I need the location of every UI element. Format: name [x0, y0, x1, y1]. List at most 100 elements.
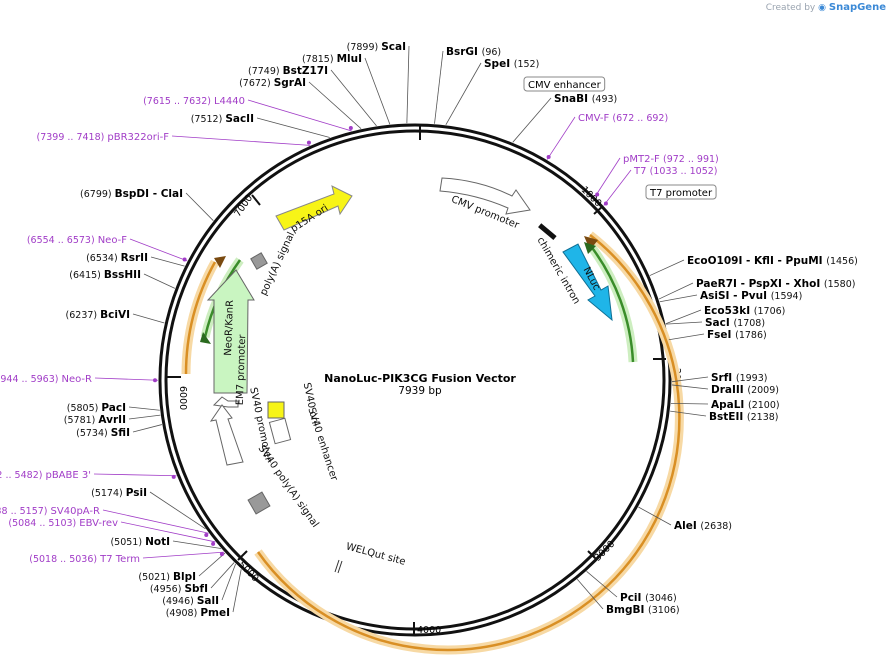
site-name: PsiI — [126, 487, 147, 499]
p15a-ori-arrow — [275, 185, 353, 231]
primer-label: CMV-F (672 .. 692) — [578, 113, 668, 124]
site-leader-line — [364, 57, 391, 125]
green-arc-right — [589, 244, 635, 363]
site-label: (6534) RsrII — [86, 252, 148, 264]
primer-name: T7 Term — [99, 554, 140, 565]
primer-position: (7399 .. 7418) — [37, 132, 108, 143]
site-position: (5021) — [138, 572, 173, 583]
primer-4: (5462 .. 5482) pBABE 3' — [0, 470, 177, 481]
site-21: EcoO109I - KflI - PpuMI (1456) — [649, 255, 858, 276]
primer-sites: (7615 .. 7632) L4440(7399 .. 7418) pBR32… — [0, 96, 719, 565]
snapgene-logo-icon: ◉ — [818, 3, 826, 13]
site-leader-line — [670, 410, 707, 417]
site-label: Eco53kI (1706) — [704, 305, 785, 317]
site-label: (7672) SgrAI — [239, 77, 306, 89]
site-position: (4908) — [166, 608, 201, 619]
site-leader-line — [198, 552, 226, 577]
site-23: AsiSI - PvuI (1594) — [659, 290, 802, 303]
primer-position: (5084 .. 5103) — [8, 518, 79, 529]
site-position: (7512) — [191, 114, 226, 125]
site-31: AleI (2638) — [638, 506, 732, 532]
primer-name: Neo-R — [62, 374, 93, 385]
site-leader-line — [668, 333, 705, 341]
site-name: SgrAI — [274, 77, 306, 89]
site-position: (7672) — [239, 78, 274, 89]
site-label: BmgBI (3106) — [606, 604, 680, 616]
site-leader-line — [649, 259, 685, 276]
site-position: (3046) — [645, 593, 677, 604]
site-label: (4946) SalI — [162, 595, 219, 607]
site-name: PaeR7I - PspXI - XhoI — [696, 278, 824, 290]
tick-label-6000: 6000 — [177, 386, 188, 410]
map-title: NanoLuc-PIK3CG Fusion Vector — [324, 372, 516, 385]
site-12: (5174) PsiI — [91, 487, 206, 530]
cmv-promoter-arrow — [439, 177, 531, 215]
site-position: (2100) — [748, 400, 780, 411]
site-label: FseI (1786) — [707, 329, 767, 341]
site-label: AsiSI - PvuI (1594) — [700, 290, 802, 302]
site-label: ApaLI (2100) — [711, 399, 780, 411]
primer-leader-line — [171, 135, 311, 146]
site-position: (5734) — [76, 428, 111, 439]
primer-position: (6554 .. 6573) — [27, 235, 98, 246]
site-6: (6534) RsrII — [86, 252, 185, 267]
primer-position: (1033 .. 1052) — [650, 166, 718, 177]
site-position: (5805) — [67, 403, 102, 414]
site-1: (7815) MluI — [302, 53, 391, 125]
primer-name: Neo-F — [98, 235, 128, 246]
site-leader-line — [128, 414, 161, 420]
site-leader-line — [150, 256, 185, 267]
site-position: (7815) — [302, 54, 337, 65]
site-label: (7749) BstZ17I — [248, 65, 328, 77]
site-position: (152) — [514, 59, 540, 70]
site-label: SnaBI (493) — [554, 93, 617, 105]
primer-label: (5018 .. 5036) T7 Term — [29, 554, 140, 565]
site-position: (6237) — [66, 310, 101, 321]
site-position: (4956) — [150, 584, 185, 595]
site-leader-line — [128, 406, 160, 411]
orf-arc-left — [184, 261, 217, 375]
site-10: (5781) AvrII — [64, 414, 161, 426]
site-leader-line — [665, 321, 703, 325]
site-name: BsrGI — [446, 46, 482, 58]
primer-marker — [204, 533, 209, 538]
welqut-site-line-2 — [337, 560, 343, 574]
primer-leader-line — [94, 377, 159, 381]
sv40-ori-box — [267, 401, 285, 419]
site-label: SpeI (152) — [484, 58, 539, 70]
site-position: (5051) — [110, 537, 145, 548]
site-position: (5781) — [64, 415, 99, 426]
site-label: AleI (2638) — [674, 520, 732, 532]
primer-10: T7 (1033 .. 1052) — [603, 166, 718, 206]
tick-3000 — [587, 550, 598, 561]
primer-marker — [211, 541, 216, 546]
primer-name: pBABE 3' — [45, 470, 91, 481]
feature-label-5: NeoR/KanR — [223, 300, 236, 356]
primer-name: CMV-F — [578, 113, 612, 124]
site-name: AleI — [674, 520, 700, 532]
sv40-promoter-arrow — [209, 404, 244, 466]
site-name: AsiSI - PvuI — [700, 290, 771, 302]
primer-position: (972 .. 991) — [663, 154, 719, 165]
site-name: ApaLI — [711, 399, 748, 411]
primer-name: SV40pA-R — [51, 506, 100, 517]
site-name: EcoO109I - KflI - PpuMI — [687, 255, 826, 267]
primer-leader-line — [603, 169, 632, 206]
primer-label: (5462 .. 5482) pBABE 3' — [0, 470, 91, 481]
primer-position: (5138 .. 5157) — [0, 506, 51, 517]
site-name: BspDI - ClaI — [115, 188, 183, 200]
site-label: BsrGI (96) — [446, 46, 501, 58]
watermark-brand: SnapGene — [828, 2, 886, 13]
site-5: (6799) BspDI - ClaI — [80, 188, 214, 221]
site-label: BstEII (2138) — [709, 411, 779, 423]
primer-leader-line — [129, 238, 188, 262]
site-22: PaeR7I - PspXI - XhoI (1580) — [658, 278, 855, 300]
boxed-feature-frame — [645, 184, 717, 200]
site-name: PciI — [620, 592, 645, 604]
primer-9: pMT2-F (972 .. 991) — [594, 154, 719, 197]
feature-label-6: EM7 promoter — [235, 333, 248, 405]
site-label: (5805) PacI — [67, 402, 126, 414]
tick-1000 — [593, 205, 604, 215]
site-7: (6415) BssHII — [69, 269, 176, 289]
site-0: (7899) ScaI — [347, 41, 410, 124]
